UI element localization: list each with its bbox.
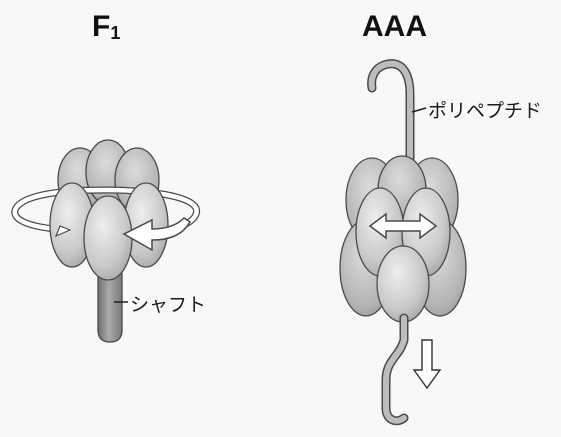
aaa-subunit <box>377 246 429 322</box>
f1-subunit <box>84 196 132 280</box>
f1-title: F1 <box>92 10 120 44</box>
aaa-down-arrow <box>414 340 440 388</box>
f1-title-subscript: 1 <box>110 23 120 43</box>
f1-title-main: F <box>92 10 110 43</box>
shaft-label: シャフト <box>130 290 206 317</box>
polypeptide-label: ポリペプチド <box>428 96 542 123</box>
aaa-title: AAA <box>362 10 427 44</box>
